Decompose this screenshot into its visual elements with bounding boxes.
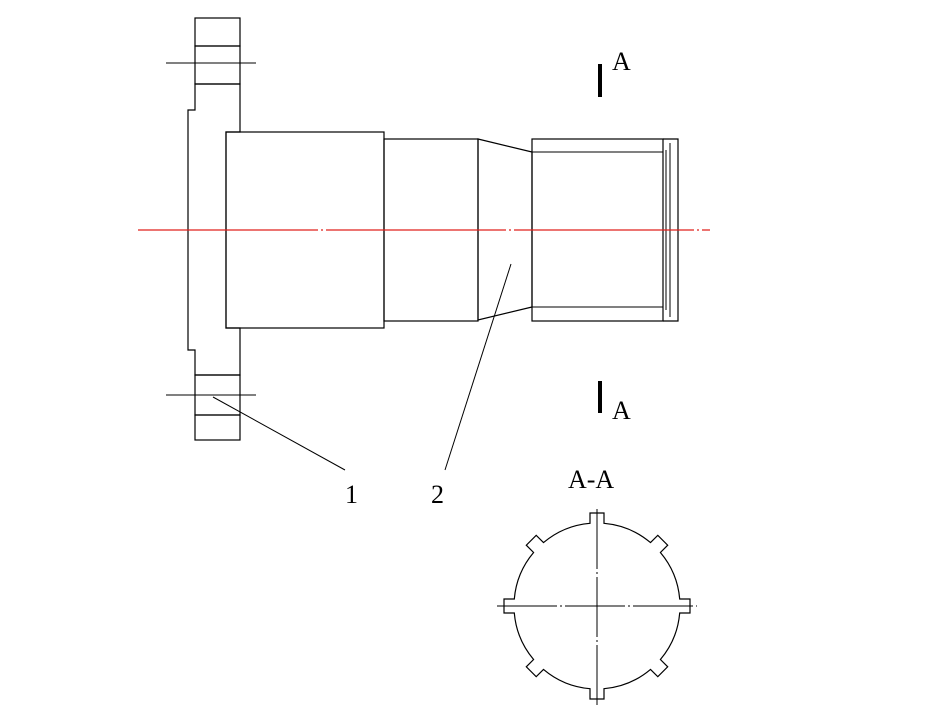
callout-label-2: 2 (431, 480, 444, 509)
section-mark-top: A (598, 47, 631, 97)
flange-top-ear (194, 17, 241, 47)
leader-line-1 (212, 396, 346, 471)
flange-top-bolt-hole (194, 45, 241, 85)
section-view-title: A-A (568, 465, 614, 494)
section-view-aa (497, 509, 697, 708)
flange (166, 17, 256, 441)
section-mark-bottom: A (598, 381, 631, 425)
section-letter-top: A (612, 47, 631, 76)
spline-cross-section (503, 512, 691, 700)
leader-line-2 (444, 263, 512, 471)
callout-label-1: 1 (345, 480, 358, 509)
section-letter-bottom: A (612, 396, 631, 425)
flange-bottom-ear (194, 414, 241, 441)
